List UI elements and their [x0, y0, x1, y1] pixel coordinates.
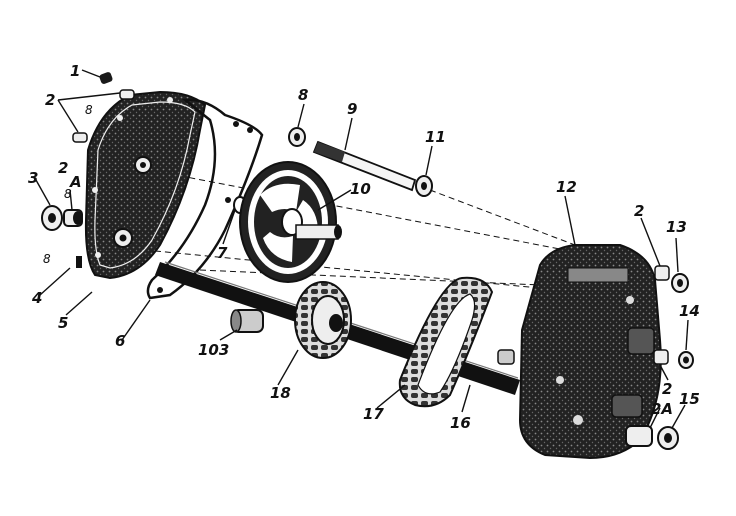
callout-8-top: 8 [85, 103, 93, 117]
callout-8-mid: 8 [64, 187, 72, 201]
callout-11: 11 [425, 128, 446, 146]
callout-8-low: 8 [43, 252, 51, 266]
callout-6: 6 [115, 332, 125, 350]
gear-case-cover [84, 90, 207, 280]
small-sprocket [294, 281, 352, 359]
callout-16: 16 [450, 414, 471, 432]
callout-14: 14 [679, 302, 700, 320]
callout-2-right-mid: 2 [662, 380, 672, 398]
callout-3: 3 [28, 169, 38, 187]
callout-18: 18 [270, 384, 291, 402]
gear-case-housing [518, 244, 662, 460]
callout-17: 17 [363, 405, 384, 423]
callout-labels: 1 2 8 3 2 A 8 8 4 5 6 7 103 8 9 10 11 12… [28, 62, 700, 432]
callout-13: 13 [666, 218, 687, 236]
callout-10: 10 [350, 180, 371, 198]
callout-2A: 2A [651, 400, 673, 418]
bushing-103 [230, 309, 264, 333]
large-spur-gear [239, 161, 342, 283]
callout-9: 9 [347, 100, 357, 118]
callout-7: 7 [217, 244, 228, 262]
callout-4: 4 [31, 289, 42, 307]
callout-103: 103 [198, 341, 229, 359]
leader-lines [35, 69, 689, 429]
callout-1: 1 [70, 62, 80, 80]
callout-12: 12 [556, 178, 577, 196]
callout-A: A [69, 173, 82, 191]
small-hardware-left [41, 72, 135, 268]
drive-chain [398, 276, 494, 408]
callout-5: 5 [58, 314, 68, 332]
shaft-bushing [497, 349, 515, 365]
callout-8-upper: 8 [298, 86, 308, 104]
callout-2-right-top: 2 [634, 202, 644, 220]
small-hardware-right [625, 265, 694, 450]
upper-shaft-assembly [288, 127, 433, 197]
callout-2-top: 2 [45, 91, 55, 109]
callout-2-left: 2 [58, 159, 68, 177]
callout-15: 15 [679, 390, 700, 408]
